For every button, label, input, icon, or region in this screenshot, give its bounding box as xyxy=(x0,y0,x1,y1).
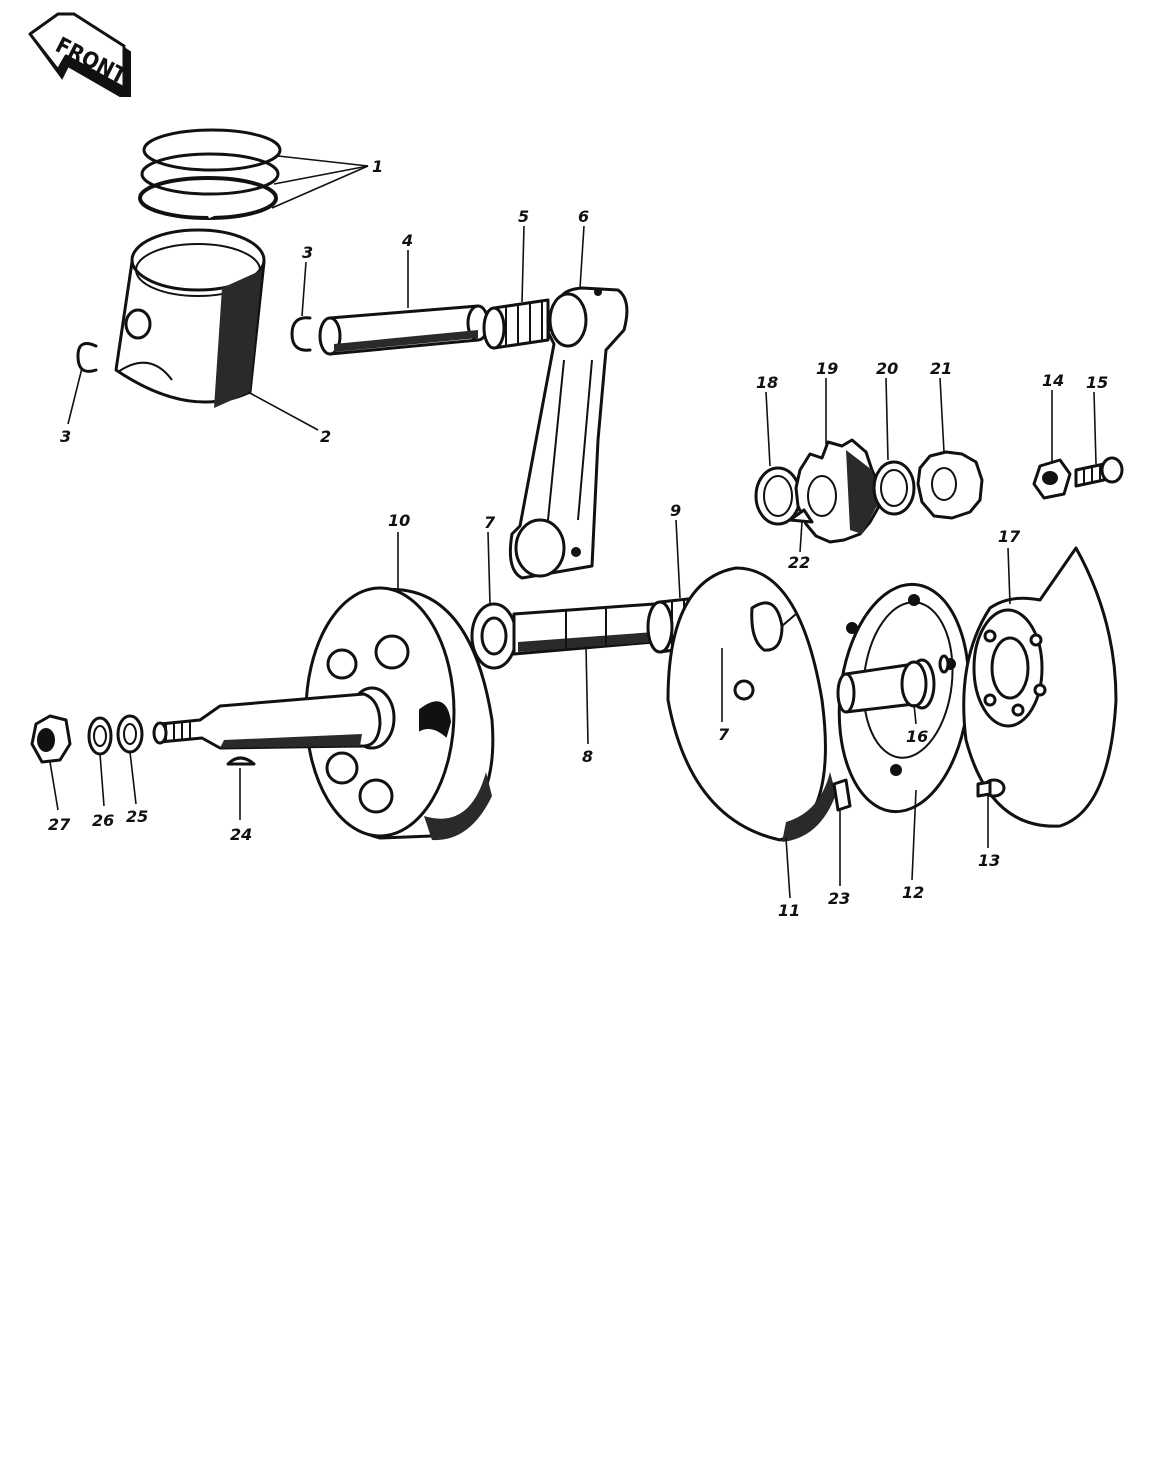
part-label-3-left: 3 xyxy=(60,427,71,446)
front-arrow-sign: FRONT xyxy=(28,12,131,97)
part-label-5: 5 xyxy=(518,207,529,226)
part-label-27: 27 xyxy=(48,815,71,834)
thrust-washer-left xyxy=(470,602,518,670)
lock-washer-26 xyxy=(87,716,113,756)
left-crankshaft-end xyxy=(152,692,382,750)
part-label-22: 22 xyxy=(788,553,810,572)
part-label-1: 1 xyxy=(372,157,383,176)
part-label-15: 15 xyxy=(1086,373,1108,392)
right-crankshaft-end xyxy=(836,654,950,714)
part-number-labels: 1 2 3 3 4 5 6 7 7 8 9 10 11 12 13 14 15 … xyxy=(48,157,1108,920)
nut-27 xyxy=(30,714,72,764)
part-label-23: 23 xyxy=(828,889,850,908)
part-label-8: 8 xyxy=(582,747,593,766)
part-label-20: 20 xyxy=(876,359,898,378)
part-label-13: 13 xyxy=(978,851,1000,870)
part-label-16: 16 xyxy=(906,727,928,746)
crank-pin xyxy=(512,602,656,656)
circlip-right xyxy=(290,316,312,352)
small-end-bearing xyxy=(482,298,550,350)
rotor-disc xyxy=(962,546,1118,828)
part-label-4: 4 xyxy=(401,231,413,250)
part-label-10: 10 xyxy=(388,511,410,530)
leader-lines xyxy=(49,155,1097,899)
gear-21 xyxy=(916,450,984,520)
circlip-left xyxy=(76,342,98,373)
part-label-7-right: 7 xyxy=(718,725,730,744)
piston xyxy=(114,228,266,408)
piston-rings xyxy=(138,128,282,220)
piston-pin xyxy=(318,304,490,356)
woodruff-key xyxy=(226,756,256,766)
part-label-2: 2 xyxy=(320,427,331,446)
part-label-25: 25 xyxy=(126,807,148,826)
part-label-12: 12 xyxy=(902,883,924,902)
part-label-3-right: 3 xyxy=(302,243,313,262)
part-label-18: 18 xyxy=(756,373,778,392)
part-label-24: 24 xyxy=(230,825,252,844)
right-flywheel xyxy=(666,566,836,842)
part-label-11: 11 xyxy=(778,901,800,920)
washer-25 xyxy=(116,714,144,754)
bolt-group xyxy=(1032,456,1124,500)
part-label-21: 21 xyxy=(930,359,952,378)
pin-23 xyxy=(832,778,852,812)
connecting-rod xyxy=(508,286,629,580)
part-label-17: 17 xyxy=(998,527,1021,546)
key-22 xyxy=(788,508,814,524)
part-label-7-left: 7 xyxy=(484,513,496,532)
part-label-6: 6 xyxy=(578,207,589,226)
screw-13 xyxy=(976,778,1006,798)
part-label-26: 26 xyxy=(92,811,114,830)
part-label-14: 14 xyxy=(1042,371,1064,390)
part-label-19: 19 xyxy=(816,359,838,378)
gear-assembly xyxy=(754,438,984,544)
part-label-9: 9 xyxy=(670,501,681,520)
collar-16 xyxy=(900,660,928,708)
